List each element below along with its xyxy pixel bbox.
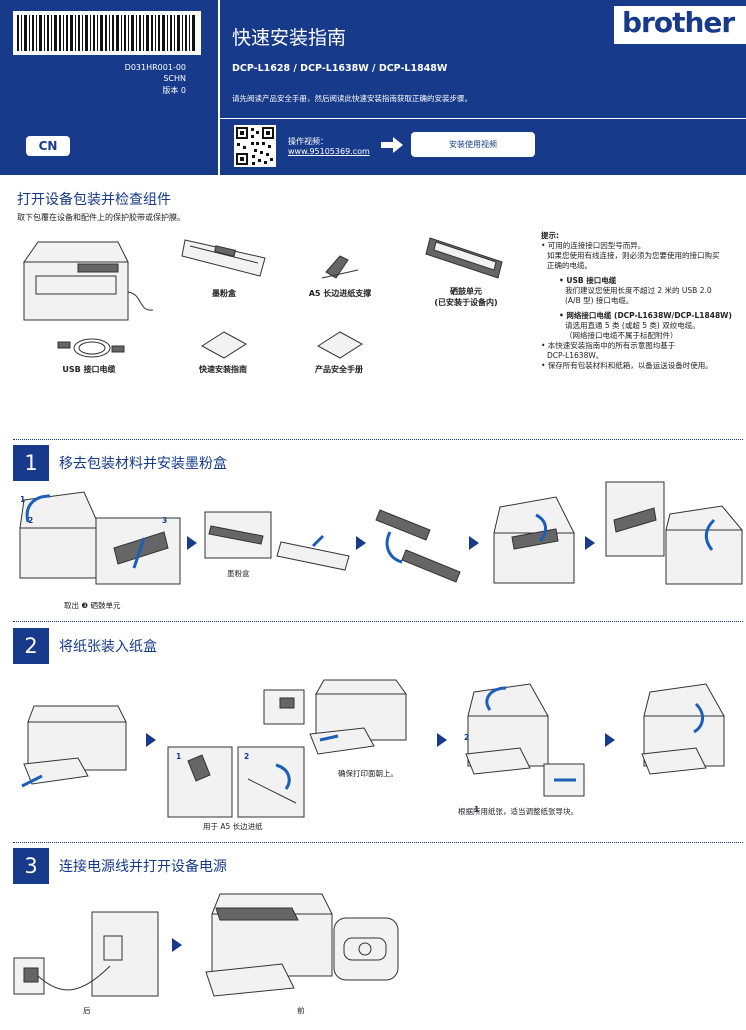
doc-locale: SCHN [163, 74, 186, 83]
video-label: 操作视频： [288, 137, 328, 146]
step-arrow-icon [437, 733, 447, 747]
callout-3: 3 [162, 516, 168, 525]
header-divider [218, 0, 220, 175]
safety-guide-caption: 产品安全手册 [315, 365, 363, 374]
barcode [13, 11, 201, 55]
callout-1: 1 [20, 495, 26, 504]
tips-line: (A/B 型) 接口电缆。 [565, 296, 634, 305]
tips-network-title: • 网络接口电缆 (DCP-L1638W/DCP-L1848W) [559, 311, 732, 320]
tips-line: 正确的电缆。 [547, 261, 592, 270]
unpack-section-subtitle: 取下包覆在设备和配件上的保护胶带或保护膜。 [17, 213, 185, 222]
section-divider [13, 439, 743, 440]
toner-label: 墨粉盒 [227, 569, 250, 578]
callout-2: 2 [28, 516, 34, 525]
back-label: 后 [83, 1006, 91, 1015]
step-1-insert-drum-illustration [486, 493, 582, 593]
model-list: DCP-L1628 / DCP-L1638W / DCP-L1848W [232, 63, 448, 74]
video-url-link[interactable]: www.95105369.com [288, 147, 370, 156]
a5-support-illustration [318, 250, 363, 286]
usb-cable-illustration [56, 332, 126, 366]
a5-support-caption: A5 长边进纸支撑 [308, 289, 372, 298]
step-3-number: 3 [13, 848, 49, 884]
unpack-section-title: 打开设备包装并检查组件 [17, 192, 171, 208]
tips-line: • 可用的连接接口因型号而异。 [541, 241, 646, 250]
header-band: D031HR001-00 SCHN 版本 0 CN 快速安装指南 DCP-L16… [0, 0, 746, 175]
adjust-guides-note: 根据所用纸张，适当调整纸张导块。 [458, 807, 578, 816]
remove-drum-note: 取出 ❸ 硒鼓单元 [64, 601, 121, 610]
brand-logo: brother [614, 6, 746, 44]
qr-code-icon [234, 125, 276, 167]
safety-guide-illustration [314, 330, 364, 364]
page-title: 快速安装指南 [232, 27, 347, 49]
language-badge: CN [26, 136, 70, 156]
step-2-title: 将纸张装入纸盒 [59, 639, 157, 655]
step-arrow-icon [146, 733, 156, 747]
drum-unit-illustration [422, 232, 512, 288]
callout-1: 1 [474, 805, 480, 814]
quick-guide-caption: 快速安装指南 [199, 365, 247, 374]
step-2-number: 2 [13, 628, 49, 664]
tips-line: • 本快速安装指南中的所有示意图均基于 [541, 341, 676, 350]
step-2-pull-tray-illustration [18, 696, 130, 796]
printer-illustration [18, 232, 158, 336]
tips-line: 请选用直通 5 类 (或超 5 类) 双绞电缆。 [565, 321, 700, 330]
section-divider [13, 621, 743, 622]
install-video-button[interactable]: 安装使用视频 [411, 132, 535, 157]
toner-caption: 墨粉盒 [212, 289, 236, 298]
quick-guide-illustration [198, 330, 248, 364]
step-1-close-cover-illustration [604, 480, 744, 594]
callout-2: 2 [244, 752, 250, 761]
step-1-shake-toner-illustration [372, 500, 467, 594]
tips-usb-title: • USB 接口电缆 [559, 276, 617, 285]
step-arrow-icon [172, 938, 182, 952]
step-arrow-icon [356, 536, 366, 550]
step-1-number: 1 [13, 445, 49, 481]
step-1-title: 移去包装材料并安装墨粉盒 [59, 456, 227, 472]
step-arrow-icon [187, 536, 197, 550]
step-arrow-icon [605, 733, 615, 747]
step-2-load-paper-illustration [260, 676, 410, 772]
drum-unit-caption-2: (已安装于设备内) [434, 298, 498, 307]
arrow-right-icon [381, 137, 403, 157]
tips-heading: 提示: [541, 231, 559, 240]
step-2-close-cover-illustration [636, 680, 736, 784]
front-label: 前 [297, 1006, 305, 1015]
read-first-note: 请先阅读产品安全手册，然后阅读此快速安装指南获取正确的安装步骤。 [232, 94, 472, 103]
step-arrow-icon [469, 536, 479, 550]
section-divider [13, 842, 743, 843]
step-arrow-icon [585, 536, 595, 550]
step-3-power-on-illustration [202, 888, 402, 1004]
step-1-open-cover-illustration [14, 488, 184, 592]
usb-cable-caption: USB 接口电缆 [62, 365, 116, 374]
step-1-unpack-toner-illustration [203, 506, 353, 580]
tips-box: 提示: • 可用的连接接口因型号而异。 如果您使用有线连接，则必须为您要使用的接… [541, 231, 746, 371]
step-3-power-cable-illustration [10, 906, 160, 1006]
tips-line: （网络接口电缆不属于标配附件） [565, 331, 678, 340]
step-3-title: 连接电源线并打开设备电源 [59, 859, 227, 875]
doc-version: 版本 0 [162, 86, 186, 95]
face-up-note: 确保打印面朝上。 [338, 769, 398, 778]
drum-unit-caption-1: 硒鼓单元 [450, 287, 482, 296]
tips-line: DCP-L1638W。 [547, 351, 604, 360]
step-2-a5-support-illustration [166, 745, 306, 824]
a5-note: 用于 A5 长边进纸 [203, 822, 263, 831]
toner-cartridge-illustration [180, 228, 275, 287]
tips-line: 如果您使用有线连接，则必须为您要使用的接口购买 [547, 251, 720, 260]
brand-logo-text: brother [622, 6, 735, 39]
tips-line: • 保存所有包装材料和纸箱，以备运送设备时使用。 [541, 361, 713, 370]
header-left-panel: D031HR001-00 SCHN 版本 0 CN [0, 0, 218, 175]
header-divider-horizontal [220, 118, 746, 119]
tips-line: 我们建议您使用长度不超过 2 米的 USB 2.0 [565, 286, 712, 295]
doc-code: D031HR001-00 [124, 63, 186, 72]
step-2-adjust-guides-illustration [460, 680, 586, 802]
callout-1: 1 [176, 752, 182, 761]
callout-2: 2 [464, 733, 470, 742]
